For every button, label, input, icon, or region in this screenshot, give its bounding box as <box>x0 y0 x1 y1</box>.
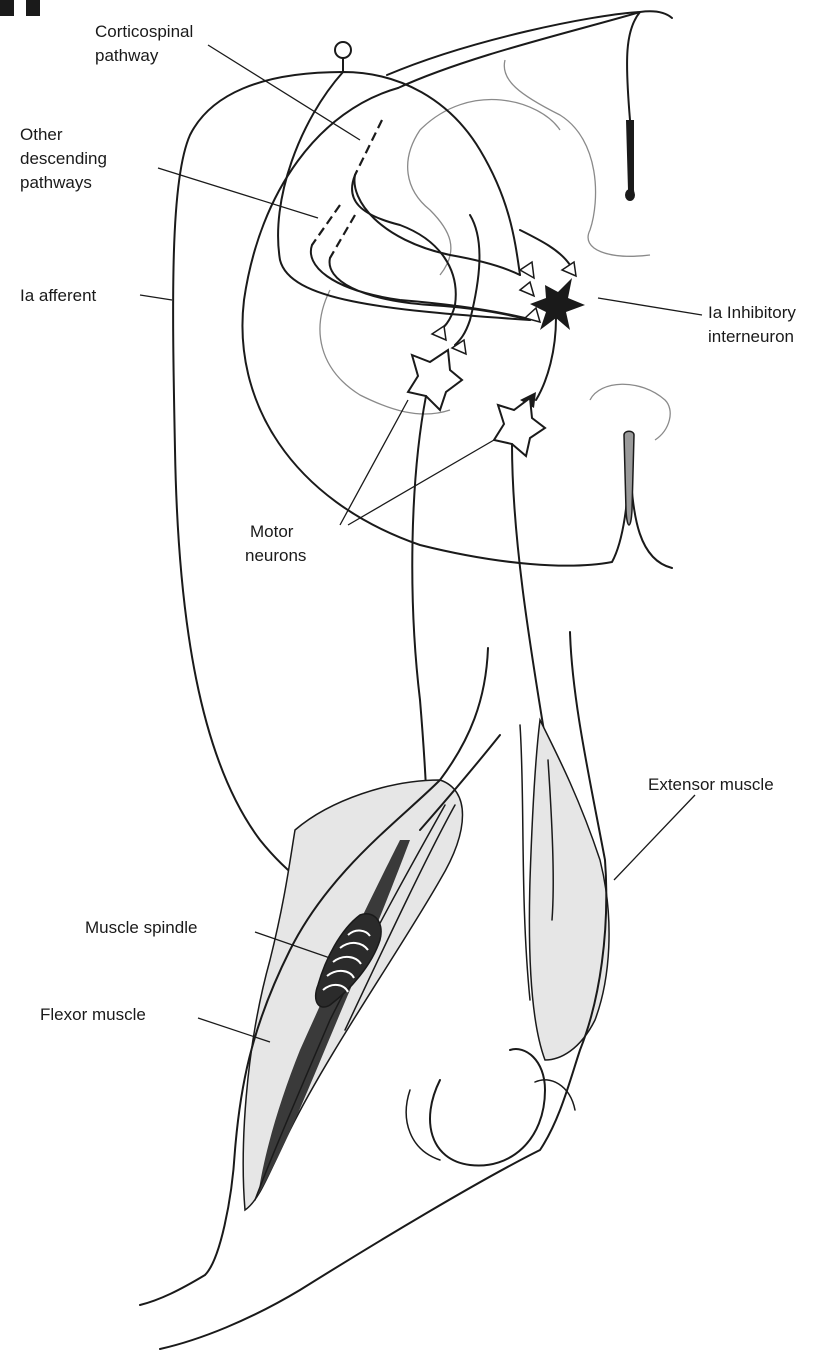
leader-ia-afferent <box>140 295 172 300</box>
grey-matter-dorsal-horn <box>408 60 650 275</box>
label-corticospinal-line2: pathway <box>95 46 159 65</box>
other-descending-dashed-1 <box>312 205 340 245</box>
limb <box>140 632 609 1349</box>
leader-other-descending <box>158 168 318 218</box>
label-extensor: Extensor muscle <box>648 775 774 794</box>
leader-ia-inhibitory <box>598 298 702 315</box>
corner-fragment <box>0 0 40 16</box>
interneuron-axon <box>536 318 556 400</box>
label-motor-line2: neurons <box>245 546 306 565</box>
axon-to-motor-neuron-2 <box>520 230 570 265</box>
extensor-muscle-belly <box>529 720 609 1060</box>
central-canal-dot <box>625 189 635 201</box>
corticospinal-dashed <box>355 120 382 175</box>
flexor-motor-neuron <box>408 350 462 410</box>
terminal-3 <box>520 282 534 296</box>
ia-afferent-fiber <box>173 42 530 920</box>
leader-extensor <box>614 795 695 880</box>
central-canal-top <box>626 120 634 198</box>
leader-motor-1 <box>340 400 408 525</box>
ia-afferent-central-branch <box>278 72 530 320</box>
label-flexor: Flexor muscle <box>40 1005 146 1024</box>
label-other-line3: pathways <box>20 173 92 192</box>
terminal-1 <box>520 262 534 278</box>
label-other-line1: Other <box>20 125 63 144</box>
extensor-motor-neuron <box>494 398 545 456</box>
label-corticospinal-line1: Corticospinal <box>95 22 193 41</box>
label-motor-line1: Motor <box>250 522 294 541</box>
label-spindle: Muscle spindle <box>85 918 197 937</box>
label-ia-afferent: Ia afferent <box>20 286 97 305</box>
spinal-cord-outline <box>242 11 672 568</box>
spinal-cord <box>242 11 672 568</box>
ia-inhibitory-interneuron <box>530 278 585 400</box>
label-other-line2: descending <box>20 149 107 168</box>
terminal-5 <box>432 326 446 340</box>
label-ia-inhib-line1: Ia Inhibitory <box>708 303 796 322</box>
bone-outline <box>406 1080 575 1160</box>
ia-afferent-path <box>173 72 362 920</box>
ventral-fissure <box>624 431 634 525</box>
descending-pathways <box>311 120 570 345</box>
other-descending-dashed-2 <box>330 215 355 258</box>
leader-motor-2 <box>348 440 494 525</box>
label-ia-inhib-line2: interneuron <box>708 327 794 346</box>
leader-corticospinal <box>208 45 360 140</box>
spinal-cord-outer-arc <box>398 12 640 88</box>
other-descending-path <box>311 245 530 320</box>
axon-to-motor-neuron-1 <box>455 215 479 345</box>
dorsal-root-ganglion <box>335 42 351 58</box>
corticospinal-to-interneuron <box>354 175 520 275</box>
